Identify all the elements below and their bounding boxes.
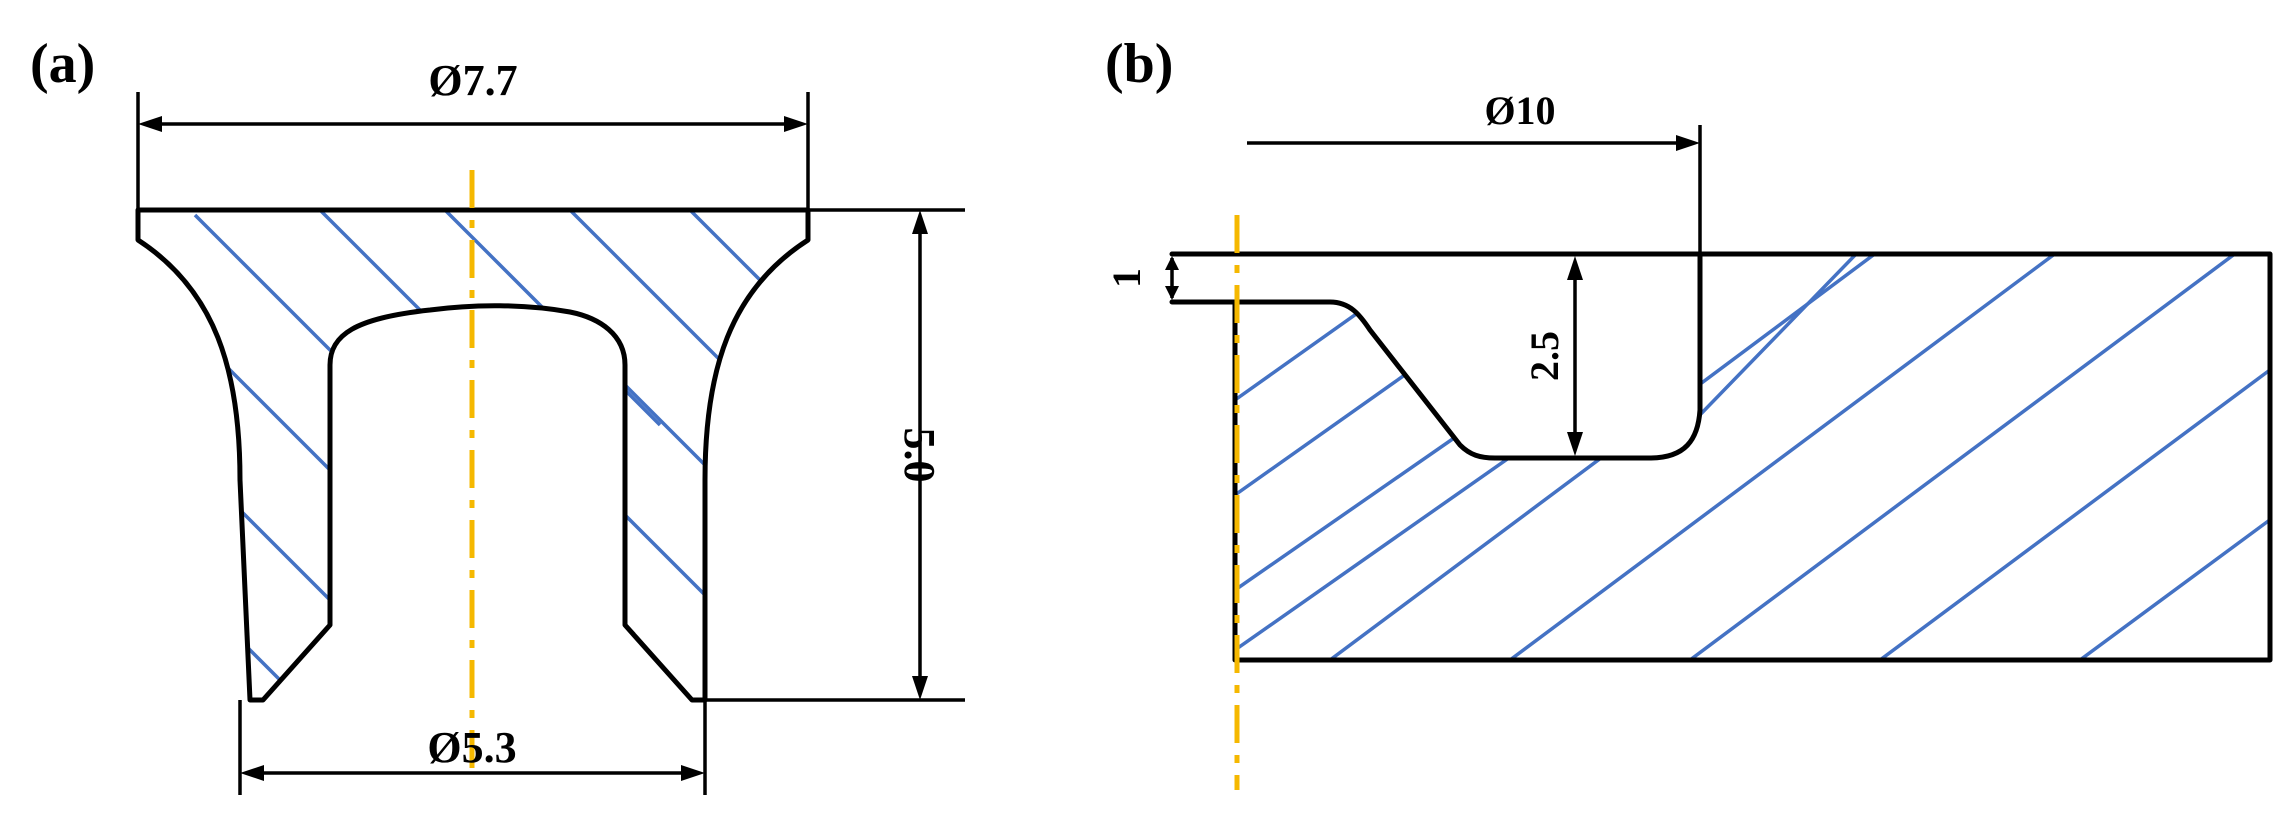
panel-a-height-label: 5.0 — [895, 428, 944, 483]
panel-b-block-outline — [1169, 251, 2273, 663]
panel-b-label: (b) — [1105, 33, 1173, 95]
panel-b-outer-diameter-label: Ø10 — [1484, 88, 1555, 133]
panel-b-outer-diameter-dimension: Ø10 — [1247, 88, 1702, 254]
panel-b-cavity-depth-dimension: 2.5 — [1522, 256, 1583, 456]
panel-b-step-depth-dimension: 1 — [1104, 256, 1179, 300]
panel-a-height-dimension: 5.0 — [705, 208, 965, 702]
panel-b-cavity-depth-label: 2.5 — [1522, 331, 1567, 381]
panel-b-step-depth-label: 1 — [1104, 268, 1149, 288]
panel-a-top-diameter-dimension: Ø7.7 — [136, 56, 810, 210]
panel-b: (b) Ø10 — [1104, 33, 2273, 790]
panel-b-part-outline — [1169, 251, 1703, 461]
panel-a-top-diameter-label: Ø7.7 — [428, 56, 517, 105]
panel-a-bottom-diameter-dimension: Ø5.3 — [238, 700, 707, 795]
panel-b-hatching — [1235, 254, 2270, 660]
panel-a-bottom-diameter-label: Ø5.3 — [427, 723, 516, 772]
panel-a-label: (a) — [30, 33, 95, 95]
panel-a-hatching — [193, 210, 808, 700]
panel-a: (a) Ø7.7 — [30, 33, 965, 795]
panel-a-part-outline — [135, 207, 811, 703]
